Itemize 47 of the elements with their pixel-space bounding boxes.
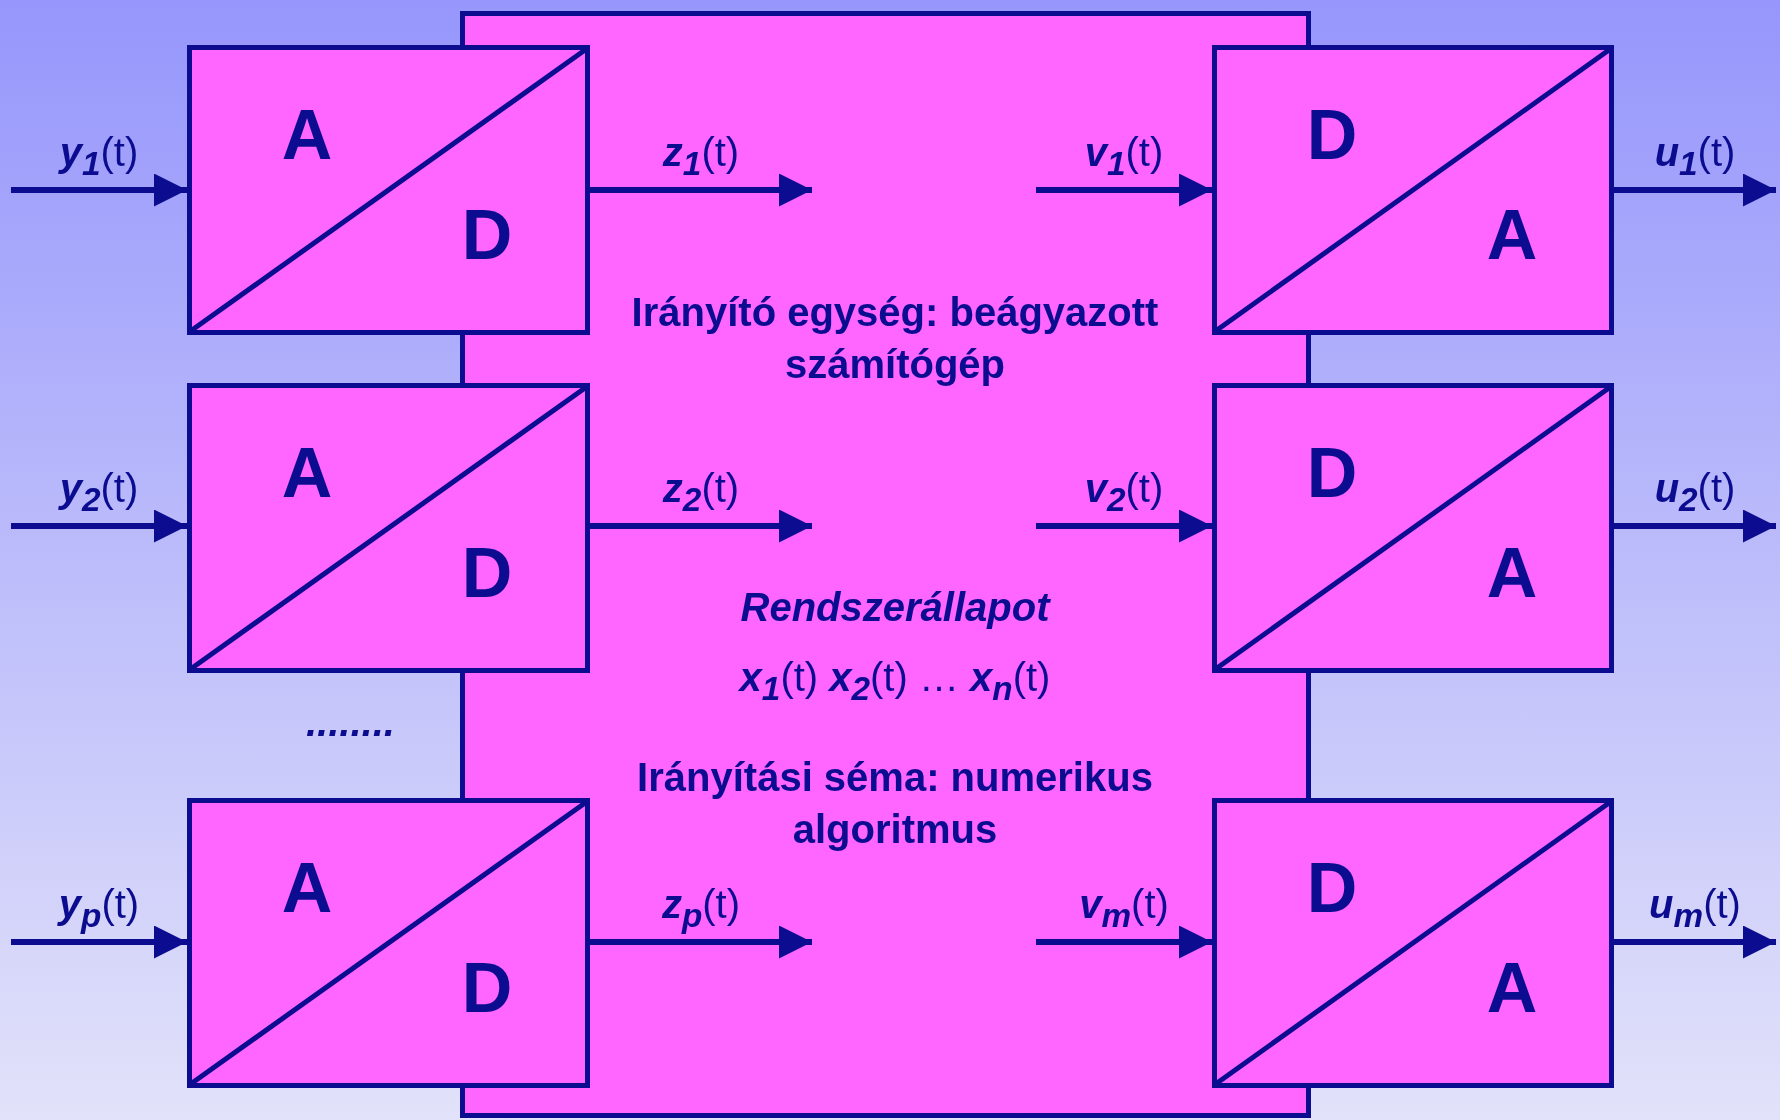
arrow — [590, 925, 812, 959]
converter-letter: A — [280, 100, 334, 170]
controller-text: Irányító egység: beágyazott számítógép — [630, 289, 1160, 388]
arrow — [1036, 509, 1212, 543]
arrow — [11, 925, 187, 959]
converter-box — [1212, 798, 1614, 1088]
signal-label: z$_{2}$(t) — [662, 467, 740, 516]
converter-letter: D — [460, 200, 514, 270]
arrow — [590, 173, 812, 207]
converter-letter: A — [280, 438, 334, 508]
signal-label: u$_{1}$(t) — [1654, 131, 1736, 180]
converter-letter: A — [1485, 953, 1539, 1023]
converter-letter: D — [1305, 853, 1359, 923]
converter-letter: D — [1305, 100, 1359, 170]
converter-box — [187, 798, 590, 1088]
signal-label: v$_{2}$(t) — [1084, 467, 1164, 516]
converter-box — [1212, 383, 1614, 673]
converter-box — [1212, 45, 1614, 335]
arrow — [1614, 509, 1776, 543]
signal-label: u$_{2}$(t) — [1654, 467, 1736, 516]
converter-letter: A — [1485, 538, 1539, 608]
signal-label: y$_{1}$(t) — [59, 131, 139, 180]
arrow — [1614, 925, 1776, 959]
controller-text: Rendszerállapot — [739, 584, 1052, 631]
signal-label: y$_{2}$(t) — [59, 467, 139, 516]
signal-label: z$_{p}$(t) — [661, 883, 741, 932]
signal-label: v$_{m}$(t) — [1079, 883, 1169, 932]
signal-label: v$_{1}$(t) — [1084, 131, 1164, 180]
ellipsis-text: ........ — [306, 700, 395, 745]
arrow — [1036, 173, 1212, 207]
converter-box — [187, 383, 590, 673]
arrow — [11, 173, 187, 207]
arrow — [1614, 173, 1776, 207]
converter-letter: A — [1485, 200, 1539, 270]
signal-label: z$_{1}$(t) — [662, 131, 740, 180]
controller-text: x$_{1}$(t) x$_{2}$(t) … x$_{n}$(t) — [737, 654, 1052, 709]
signal-label: y$_{p}$(t) — [58, 883, 140, 932]
converter-letter: D — [1305, 438, 1359, 508]
controller-text: Irányítási séma: numerikus algoritmus — [636, 754, 1154, 853]
arrow — [590, 509, 812, 543]
converter-letter: D — [460, 538, 514, 608]
converter-box — [187, 45, 590, 335]
converter-letter: A — [280, 853, 334, 923]
converter-letter: D — [460, 953, 514, 1023]
arrow — [1036, 925, 1212, 959]
arrow — [11, 509, 187, 543]
signal-label: u$_{m}$(t) — [1649, 883, 1741, 932]
